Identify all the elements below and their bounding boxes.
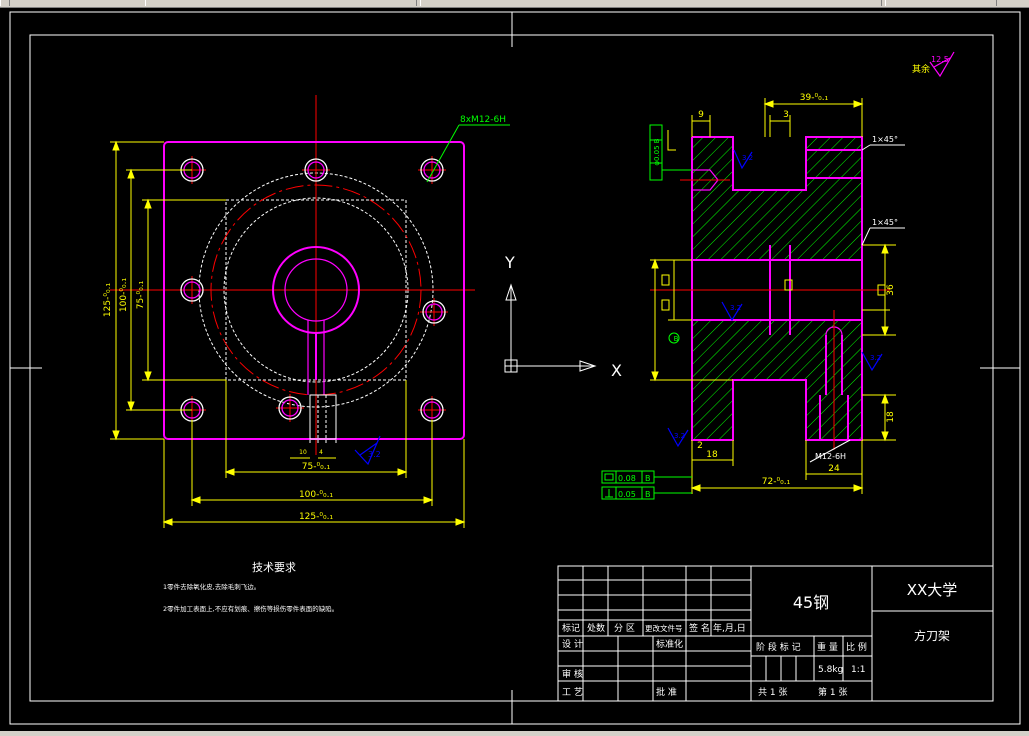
thread-callout: 8xM12-6H [460,115,506,125]
title-block-labels: 标记 处数 分 区 更改文件号 签 名 年,月,日 设 计 标准化 审 核 工 … [562,622,867,698]
dim-front-4: 4 [319,449,323,456]
dim-front-10: 10 [299,449,307,456]
dim-front-125-height: 125-⁰₀.₁ [103,283,113,318]
datum-b-label: B [674,335,679,343]
gdt-perp-datum: B [645,490,651,499]
tb-standard: 标准化 [656,638,683,650]
tb-sheets: 共 1 张 [758,687,787,698]
toolbar-segment[interactable] [420,0,882,6]
axis-y-label: Y [504,253,515,272]
tb-review: 审 核 [562,668,583,680]
dim-front-75-height: 75-⁰₀.₁ [136,280,146,309]
tb-h-date: 年,月,日 [713,622,746,634]
tb-h-zone: 分 区 [614,623,635,634]
tech-req-title: 技术要求 [252,561,296,574]
drawing-canvas[interactable]: 125-⁰₀.₁ 100-⁰₀.₁ 75-⁰₀.₁ 75-⁰₀.₁ 100-⁰₀… [0,7,1029,731]
roughness-side-3: 3.2 [870,354,881,362]
roughness-side-4: 3.2 [674,432,685,440]
surface-note-value: 12.5 [931,55,949,64]
tb-weight-label: 重 量 [817,641,838,653]
tb-approve: 批 准 [656,686,677,698]
dim-side-36: 36 [886,284,896,296]
tb-design: 设 计 [562,638,583,650]
front-bore [284,258,348,395]
dim-front-100-width: 100-⁰₀.₁ [299,490,334,500]
tb-part-name: 方刀架 [914,628,950,643]
tolerance-vertical-text: φ0.05 B [653,138,661,165]
dim-side-18v: 18 [886,411,896,423]
tb-scale: 1:1 [851,665,865,675]
axis-x-label: X [611,361,622,380]
front-view: 125-⁰₀.₁ 100-⁰₀.₁ 75-⁰₀.₁ 75-⁰₀.₁ 100-⁰₀… [103,95,510,528]
side-centerlines [650,179,890,450]
tb-material: 45钢 [793,593,829,612]
window-top-strip [0,0,1029,8]
roughness-front-value: 3.2 [368,450,381,459]
dim-front-75-width: 75-⁰₀.₁ [302,462,331,472]
side-dimensions [650,98,896,494]
gdt-flatness-datum: B [645,474,651,483]
surface-note-label: 其余 [912,63,930,75]
chamfer-mid: 1×45° [872,218,898,227]
gdt-perp-value: 0.05 [618,490,636,499]
dim-side-2: 2 [697,441,703,451]
dim-front-100-height: 100-⁰₀.₁ [119,278,129,313]
ucs-axis-icon [504,283,597,373]
title-block [557,565,994,702]
side-section-hatch [692,137,862,440]
thread-side-callout: M12-6H [815,452,846,461]
dim-side-72: 72-⁰₀.₁ [762,477,791,487]
tb-org: XX大学 [907,581,958,599]
front-dimensions [110,140,466,528]
dim-side-3: 3 [783,110,789,120]
side-view: 39-⁰₀.₁ 9 3 36 18 2 18 24 72-⁰₀.₁ 1×45° … [649,93,905,494]
dim-side-9: 9 [698,110,704,120]
chamfer-leaders [809,144,905,463]
window-bottom-strip [0,731,1029,736]
gdt-flatness-frame [601,470,692,484]
surface-note-roughness-icon [929,51,955,78]
tb-h-mark: 标记 [562,622,580,634]
dim-side-39: 39-⁰₀.₁ [800,93,829,103]
toolbar-segment[interactable] [0,0,10,6]
dim-side-24: 24 [828,464,840,474]
dim-front-125-width: 125-⁰₀.₁ [299,512,334,522]
tb-sheet-no: 第 1 张 [818,686,847,698]
toolbar-segment[interactable] [885,0,997,6]
toolbar-segment[interactable] [145,0,417,6]
gdt-perpendicularity-frame [601,486,692,500]
tech-req-line-2: 2零件加工表面上,不应有划痕、擦伤等损伤零件表面的缺陷。 [163,604,338,613]
chamfer-top: 1×45° [872,135,898,144]
gdt-flatness-value: 0.08 [618,474,636,483]
front-slot [309,394,337,440]
dim-side-18: 18 [706,450,718,460]
tech-req-line-1: 1零件去除氧化皮,去除毛刺飞边。 [163,582,260,591]
tb-process: 工 艺 [562,687,583,698]
drawing-frame [9,11,1021,725]
tb-h-sign: 签 名 [689,622,710,634]
roughness-symbol-icon [354,435,381,466]
tb-scale-label: 比 例 [846,641,867,653]
roughness-side-icons [667,149,883,448]
tb-weight: 5.8kg [818,665,843,675]
thread-leader [426,124,510,183]
tolerance-frame-vertical [649,124,692,344]
tb-stage: 阶 段 标 记 [756,641,801,653]
roughness-side-1: 3.2 [742,154,753,162]
roughness-side-2: 3.2 [730,304,741,312]
tb-h-doc: 更改文件号 [645,623,683,633]
tb-h-count: 处数 [587,622,605,634]
